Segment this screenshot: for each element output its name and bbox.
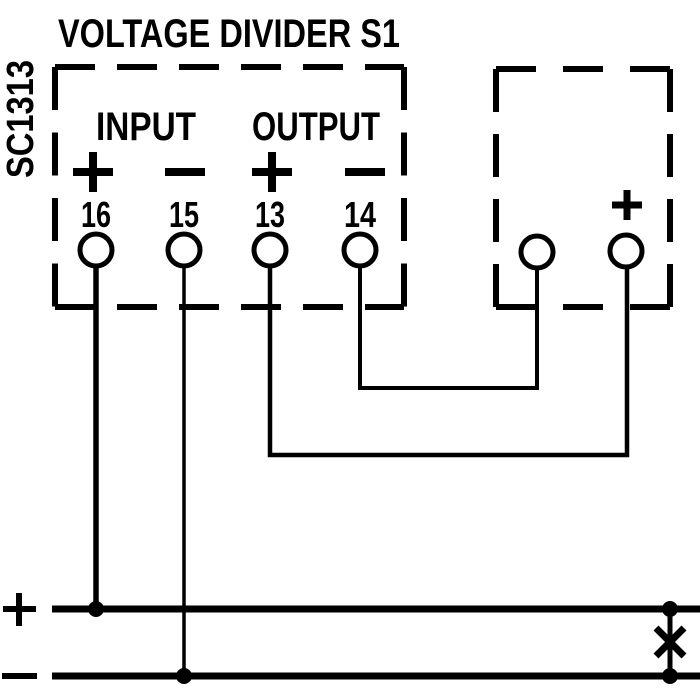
wire-14-to-meter-left — [358, 266, 539, 390]
output-plus-icon — [252, 152, 292, 192]
junction-dot-16-plus-bus — [88, 601, 104, 617]
junction-dot-15-minus-bus — [176, 668, 192, 684]
terminal-number-14: 14 — [344, 194, 376, 235]
terminal-15-circle — [165, 231, 203, 269]
meter-plus-terminal-circle — [607, 232, 645, 270]
output-label: OUTPUT — [252, 105, 380, 149]
link-x-icon — [653, 625, 687, 659]
side-label: SC1313 — [0, 60, 42, 178]
terminal-number-15: 15 — [169, 194, 199, 235]
terminal-number-16: 16 — [81, 194, 111, 235]
input-label: INPUT — [96, 105, 196, 149]
input-plus-icon — [73, 152, 113, 192]
wire-13-to-meter-plus — [267, 266, 630, 458]
divider-box-outline — [52, 64, 407, 310]
terminal-16-circle — [77, 231, 115, 269]
meter-plus-icon — [612, 190, 642, 220]
terminal-number-13: 13 — [255, 194, 285, 235]
diagram-title: VOLTAGE DIVIDER S1 — [58, 12, 400, 56]
plus-bus-icon — [3, 593, 36, 626]
meter-left-terminal-circle — [518, 233, 556, 271]
meter-box-outline — [493, 66, 673, 310]
terminal-13-circle — [251, 231, 289, 269]
terminal-14-circle — [341, 231, 379, 269]
